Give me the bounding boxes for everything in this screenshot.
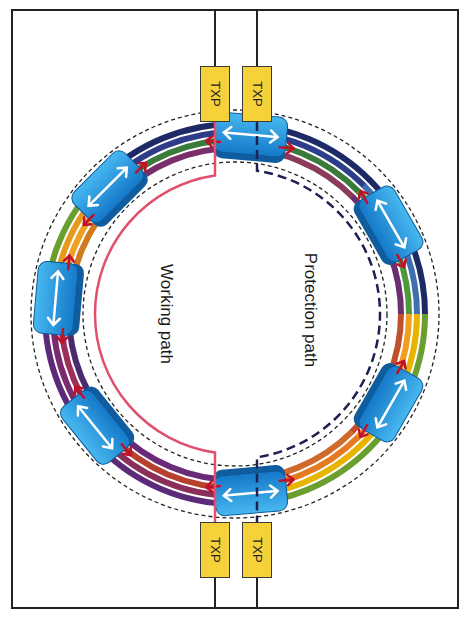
node-text: TXP xyxy=(208,81,223,106)
node-text: TXP xyxy=(250,81,265,106)
roadm-nodes xyxy=(32,111,430,517)
working-path xyxy=(95,122,215,522)
frame xyxy=(12,10,458,608)
transponder-box: TXP xyxy=(200,522,230,578)
path-label: Working path xyxy=(156,264,176,364)
ring-boundary xyxy=(31,110,439,518)
client-wire xyxy=(256,578,258,608)
client-wire xyxy=(214,10,216,66)
ring-boundary xyxy=(83,162,387,466)
transponder-box: TXP xyxy=(242,66,272,122)
client-wire xyxy=(214,578,216,608)
transponder-box: TXP xyxy=(200,66,230,122)
roadm-node xyxy=(346,353,430,452)
client-wire xyxy=(256,10,258,66)
transponder-box: TXP xyxy=(242,522,272,578)
roadm-node xyxy=(32,253,85,345)
roadm-node xyxy=(62,141,157,236)
protection-path xyxy=(257,122,380,522)
roadm-node xyxy=(346,176,430,275)
fiber-rings xyxy=(45,124,425,504)
roadm-node xyxy=(52,377,143,474)
roadm-node xyxy=(205,464,297,517)
node-text: TXP xyxy=(208,537,223,562)
path-label: Protection path xyxy=(300,253,320,367)
node-text: TXP xyxy=(250,537,265,562)
